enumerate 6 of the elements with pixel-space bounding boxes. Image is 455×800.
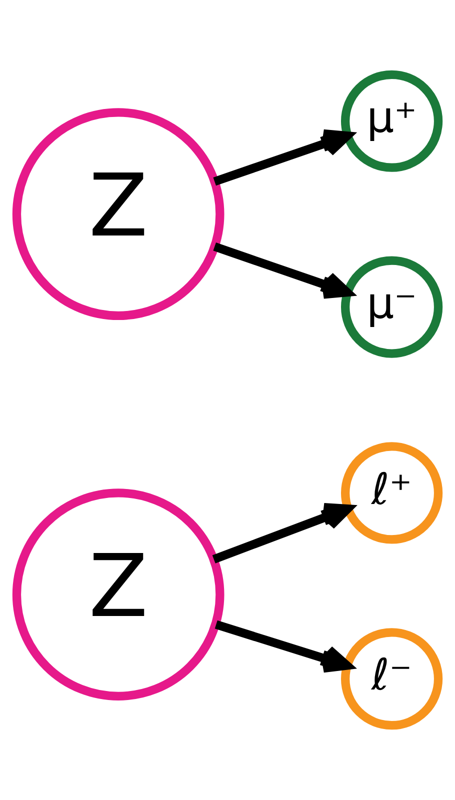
node-circle: Z — [12, 108, 224, 320]
node-circle: ℓ⁻ — [341, 628, 443, 730]
node-circle: Z — [12, 488, 224, 700]
node-circle: ℓ⁺ — [341, 442, 443, 544]
node-circle: μ⁺ — [341, 70, 443, 172]
node-circle: μ⁻ — [341, 256, 443, 358]
